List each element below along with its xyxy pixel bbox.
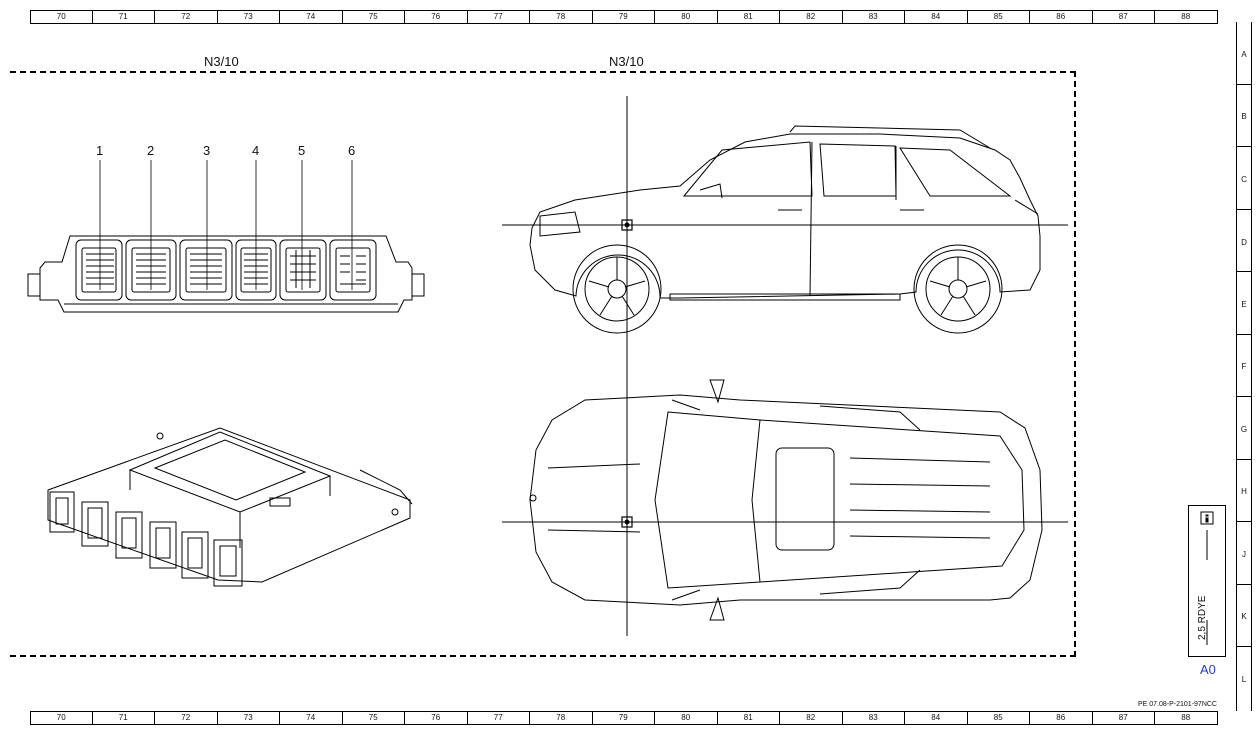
component-label-left: N3/10 [204, 54, 239, 69]
column-label: 83 [843, 712, 905, 724]
column-label: 73 [218, 11, 280, 23]
row-ruler: A B C D E F G H J K L [1236, 22, 1252, 711]
column-label: 88 [1155, 11, 1218, 23]
column-ruler-top: 70 71 72 73 74 75 76 77 78 79 80 81 82 8… [30, 10, 1218, 24]
row-label: E [1241, 300, 1247, 309]
row-divider [1237, 396, 1251, 397]
row-label: A [1241, 50, 1247, 59]
row-divider [1237, 334, 1251, 335]
connector-number: 4 [252, 143, 260, 158]
column-label: 80 [655, 11, 718, 23]
ecu-front-view [27, 160, 425, 313]
row-divider [1237, 521, 1251, 522]
row-divider [1237, 584, 1251, 585]
wire-spec: 2,5 RDYE [1197, 595, 1208, 640]
row-label: D [1241, 238, 1247, 247]
column-label: 87 [1093, 712, 1155, 724]
column-label: 75 [343, 712, 405, 724]
connector-number: 1 [96, 143, 104, 158]
row-label: C [1241, 175, 1247, 184]
connector-number: 3 [203, 143, 211, 158]
row-label: B [1241, 112, 1247, 121]
connector-3 [179, 160, 233, 301]
column-label: 75 [343, 11, 405, 23]
column-label: 71 [93, 11, 155, 23]
row-divider [1237, 146, 1251, 147]
row-label: F [1241, 362, 1247, 371]
column-label: 76 [405, 712, 468, 724]
column-label: 79 [593, 11, 655, 23]
connector-number: 5 [298, 143, 306, 158]
connector-number: 2 [147, 143, 155, 158]
car-side-view [502, 96, 1068, 636]
connector-4 [235, 160, 277, 301]
column-label: 80 [655, 712, 718, 724]
column-label: 74 [280, 712, 343, 724]
car-top-view [502, 379, 1068, 621]
column-label: 85 [968, 712, 1030, 724]
column-label: 84 [905, 712, 968, 724]
wire-legend-box [1188, 505, 1226, 657]
column-label: 76 [405, 11, 468, 23]
row-divider [1237, 459, 1251, 460]
column-label: 70 [30, 712, 93, 724]
connector-6 [329, 160, 377, 301]
column-label: 73 [218, 712, 280, 724]
column-label: 81 [718, 712, 780, 724]
column-label: 79 [593, 712, 655, 724]
column-ruler-bottom: 70 71 72 73 74 75 76 77 78 79 80 81 82 8… [30, 711, 1218, 725]
column-label: 78 [530, 712, 593, 724]
row-divider [1237, 209, 1251, 210]
column-label: 86 [1030, 712, 1093, 724]
row-label: H [1241, 487, 1247, 496]
component-label-right: N3/10 [609, 54, 644, 69]
column-label: 82 [780, 11, 843, 23]
ecu-iso-view [47, 427, 413, 587]
row-label: J [1242, 550, 1246, 559]
row-divider [1237, 271, 1251, 272]
column-label: 88 [1155, 712, 1218, 724]
connector-number: 6 [348, 143, 356, 158]
info-icon [1201, 512, 1213, 524]
row-divider [1237, 646, 1251, 647]
column-label: 83 [843, 11, 905, 23]
connector-5 [279, 160, 327, 301]
row-divider [1237, 84, 1251, 85]
column-label: 82 [780, 712, 843, 724]
column-label: 77 [468, 11, 530, 23]
column-label: 78 [530, 11, 593, 23]
legend-code: A0 [1200, 662, 1216, 677]
column-label: 86 [1030, 11, 1093, 23]
connector-2 [125, 160, 177, 301]
component-frame [10, 71, 1076, 657]
column-label: 72 [155, 712, 218, 724]
legend-graphics [1200, 511, 1214, 645]
row-label: G [1240, 425, 1248, 434]
connector-1 [75, 160, 123, 301]
column-label: 84 [905, 11, 968, 23]
document-reference: PE 07.08-P-2101-97NCC [1138, 701, 1217, 708]
column-label: 74 [280, 11, 343, 23]
column-label: 81 [718, 11, 780, 23]
column-label: 87 [1093, 11, 1155, 23]
column-label: 77 [468, 712, 530, 724]
column-label: 72 [155, 11, 218, 23]
column-label: 70 [30, 11, 93, 23]
row-label: K [1241, 612, 1247, 621]
row-label: L [1241, 675, 1247, 684]
column-label: 71 [93, 712, 155, 724]
column-label: 85 [968, 11, 1030, 23]
